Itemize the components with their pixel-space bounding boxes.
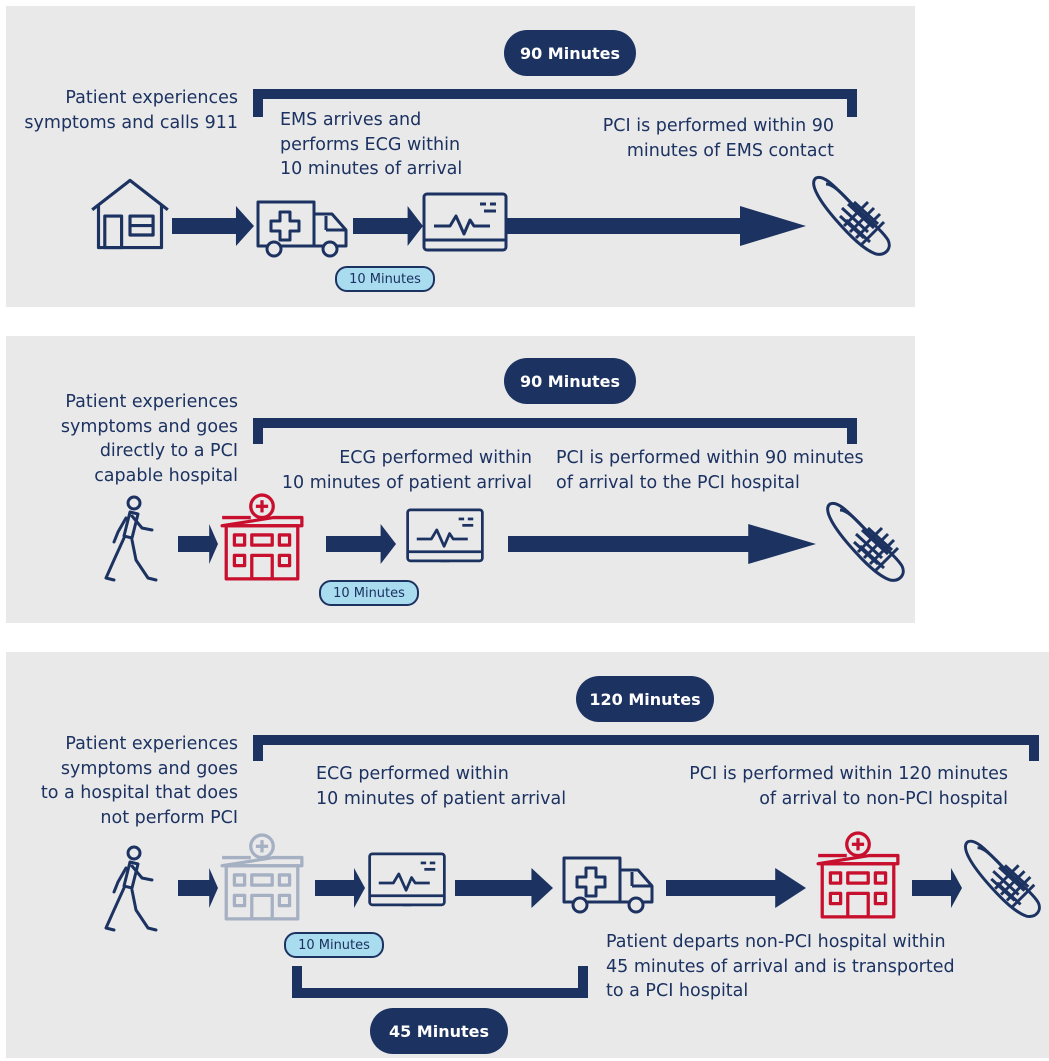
ecg-monitor-icon (420, 190, 510, 262)
duration-pill: 90 Minutes (504, 358, 636, 404)
arrow-icon (172, 206, 254, 246)
step-text-ecg: ECG performed within 10 minutes of patie… (281, 448, 532, 493)
walking-person-icon (102, 844, 162, 934)
arrow-icon (455, 868, 553, 908)
transfer-bracket (292, 988, 588, 998)
pathway-panel-ems: 90 Minutes Patient experiences symptoms … (6, 6, 915, 307)
transfer-bracket-left (292, 966, 302, 998)
arrow-icon (506, 206, 806, 246)
hospital-icon (216, 832, 308, 924)
step-text-ems-ecg: EMS arrives and performs ECG within 10 m… (280, 110, 463, 179)
pathway-panel-transfer: 120 Minutes Patient experiences symptoms… (6, 652, 1049, 1058)
timeline-bracket-right (1029, 735, 1039, 761)
step-text-patient-arrives: Patient experiences symptoms and goes to… (40, 734, 238, 828)
catheter-icon (806, 170, 896, 260)
timeline-bracket (253, 418, 857, 428)
timeline-bracket-left (253, 418, 263, 444)
timeline-bracket-right (847, 89, 857, 117)
ecg-monitor-icon (404, 506, 486, 572)
transfer-duration-pill: 45 Minutes (370, 1008, 508, 1054)
pathway-panel-pci-hospital: 90 Minutes Patient experiences symptoms … (6, 336, 915, 623)
arrow-icon (912, 868, 962, 908)
hospital-icon (812, 830, 904, 922)
step-text-pci: PCI is performed within 90 minutes of EM… (602, 116, 834, 161)
ambulance-icon (558, 848, 658, 918)
timeline-bracket-right (847, 418, 857, 444)
timeline-bracket-left (253, 89, 263, 117)
timeline-bracket (253, 735, 1039, 745)
timeline-bracket-left (253, 735, 263, 761)
timeline-bracket (253, 89, 857, 99)
arrow-icon (326, 524, 396, 564)
catheter-icon (820, 496, 910, 586)
arrow-icon (178, 868, 218, 908)
step-text-pci: PCI is performed within 90 minutes of ar… (556, 448, 864, 493)
step-text-ecg: ECG performed within 10 minutes of patie… (316, 764, 567, 809)
duration-pill: 120 Minutes (576, 676, 714, 722)
ecg-monitor-icon (366, 850, 448, 916)
ecg-time-badge: 10 Minutes (319, 580, 419, 606)
step-text-call-911: Patient experiences symptoms and calls 9… (24, 88, 238, 133)
step-text-pci: PCI is performed within 120 minutes of a… (689, 764, 1008, 809)
ecg-time-badge: 10 Minutes (284, 932, 384, 958)
ecg-time-badge: 10 Minutes (335, 266, 435, 292)
ambulance-icon (252, 192, 352, 262)
house-icon (88, 172, 172, 256)
step-text-transfer: Patient departs non-PCI hospital within … (606, 932, 955, 1001)
duration-pill: 90 Minutes (504, 30, 636, 76)
arrow-icon (178, 524, 218, 564)
arrow-icon (353, 206, 423, 246)
step-text-patient-arrives: Patient experiences symptoms and goes di… (60, 392, 238, 486)
arrow-icon (666, 868, 806, 908)
catheter-icon (958, 834, 1046, 922)
walking-person-icon (102, 494, 162, 584)
arrow-icon (315, 868, 365, 908)
arrow-icon (508, 524, 816, 564)
hospital-icon (216, 492, 308, 584)
transfer-bracket-right (578, 966, 588, 998)
